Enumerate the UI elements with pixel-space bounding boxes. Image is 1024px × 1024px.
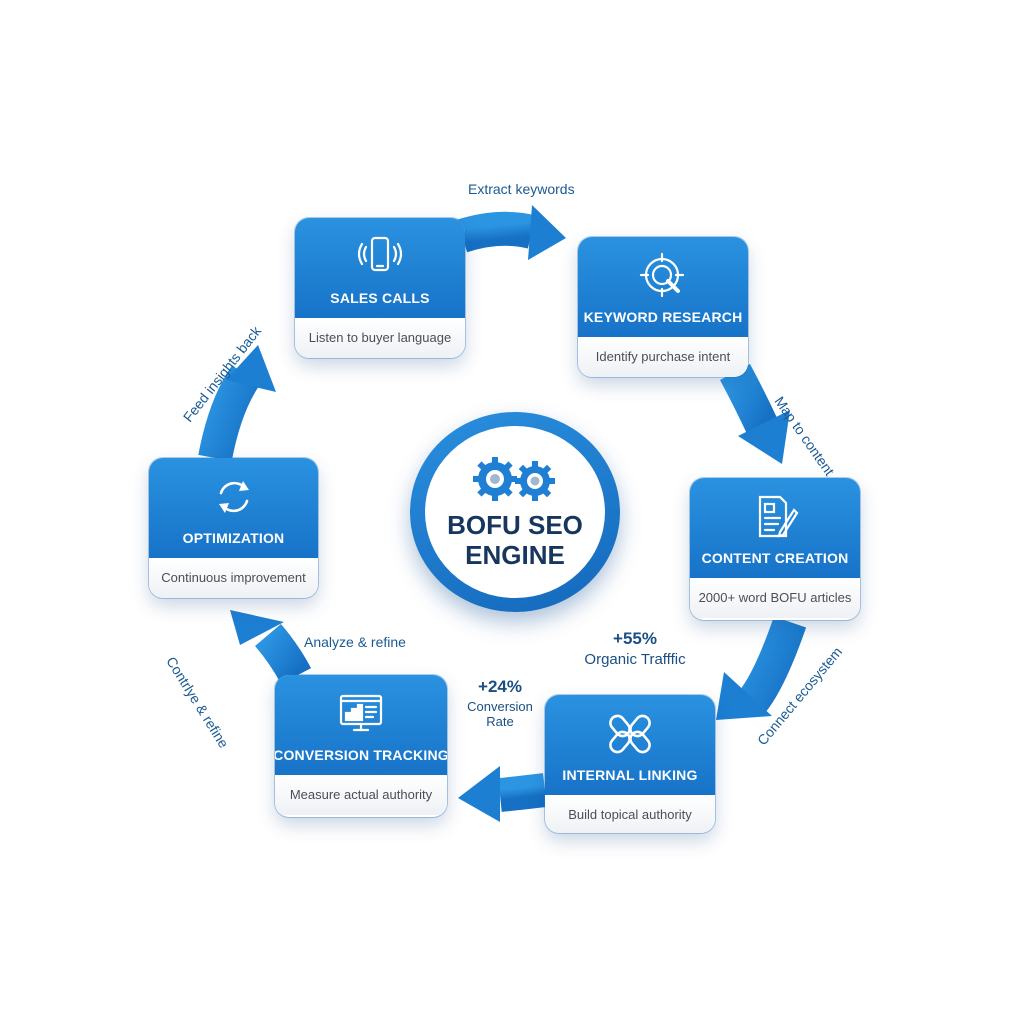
stage-description: 2000+ word BOFU articles: [690, 578, 860, 618]
metric-conversion-rate: +24% Conversion Rate: [458, 677, 542, 729]
stage-card-sales-calls: SALES CALLS Listen to buyer language: [295, 218, 465, 358]
edge-label-extract-keywords: Extract keywords: [468, 181, 575, 197]
stage-card-keyword-research: KEYWORD RESEARCH Identify purchase inten…: [578, 237, 748, 377]
stage-card-internal-linking: INTERNAL LINKING Build topical authority: [545, 695, 715, 833]
stage-header: CONTENT CREATION: [690, 478, 860, 578]
stage-description: Listen to buyer language: [295, 318, 465, 358]
stage-title: CONTENT CREATION: [701, 550, 849, 566]
hub-title: BOFU SEO ENGINE: [447, 510, 583, 570]
analytics-monitor-icon: [336, 689, 386, 739]
stage-title: CONVERSION TRACKING: [275, 747, 447, 763]
metric-organic-traffic: +55% Organic Trafffic: [574, 629, 696, 668]
refresh-cycle-icon: [209, 472, 259, 522]
gears-icon: [465, 454, 565, 504]
stage-title: KEYWORD RESEARCH: [583, 309, 743, 325]
arrowhead-keyword: [528, 205, 566, 260]
arrowhead-sales: [226, 345, 276, 392]
arrow-content-to-linking: [738, 616, 807, 713]
arrowhead-conversion: [458, 766, 500, 822]
metric-label-line1: Conversion: [467, 699, 533, 714]
stage-header: KEYWORD RESEARCH: [578, 237, 748, 337]
stage-title: INTERNAL LINKING: [562, 767, 698, 783]
stage-title: OPTIMIZATION: [182, 530, 285, 546]
stage-card-conversion-tracking: CONVERSION TRACKING Measure actual autho…: [275, 675, 447, 817]
chain-link-icon: [605, 709, 655, 759]
arrow-conversion-to-optimization: [254, 623, 312, 685]
stage-card-optimization: OPTIMIZATION Continuous improvement: [149, 458, 318, 598]
metric-value: +55%: [613, 629, 657, 648]
arrow-sales-to-keyword: [456, 211, 537, 253]
hub-circle: BOFU SEO ENGINE: [410, 412, 620, 612]
edge-label-analyze-refine: Analyze & refine: [304, 634, 406, 650]
stage-description: Continuous improvement: [149, 558, 318, 598]
phone-icon: [355, 232, 405, 282]
metric-label: Organic Trafffic: [584, 651, 686, 668]
stage-description: Build topical authority: [545, 795, 715, 833]
stage-card-content-creation: CONTENT CREATION 2000+ word BOFU article…: [690, 478, 860, 620]
arrow-keyword-to-content: [720, 363, 779, 436]
stage-header: OPTIMIZATION: [149, 458, 318, 558]
metric-value: +24%: [478, 677, 522, 696]
target-search-icon: [638, 251, 688, 301]
stage-title: SALES CALLS: [330, 290, 430, 306]
metric-label-line2: Rate: [486, 714, 514, 729]
stage-header: CONVERSION TRACKING: [275, 675, 447, 775]
stage-description: Identify purchase intent: [578, 337, 748, 377]
stage-description: Measure actual authority: [275, 775, 447, 815]
stage-header: INTERNAL LINKING: [545, 695, 715, 795]
arrowhead-linking: [716, 672, 772, 720]
arrowhead-content: [738, 410, 790, 464]
arrowhead-optimization: [230, 610, 284, 645]
arrow-linking-to-conversion: [498, 773, 548, 812]
document-edit-icon: [750, 492, 800, 542]
stage-header: SALES CALLS: [295, 218, 465, 318]
hub-inner: BOFU SEO ENGINE: [425, 426, 605, 598]
